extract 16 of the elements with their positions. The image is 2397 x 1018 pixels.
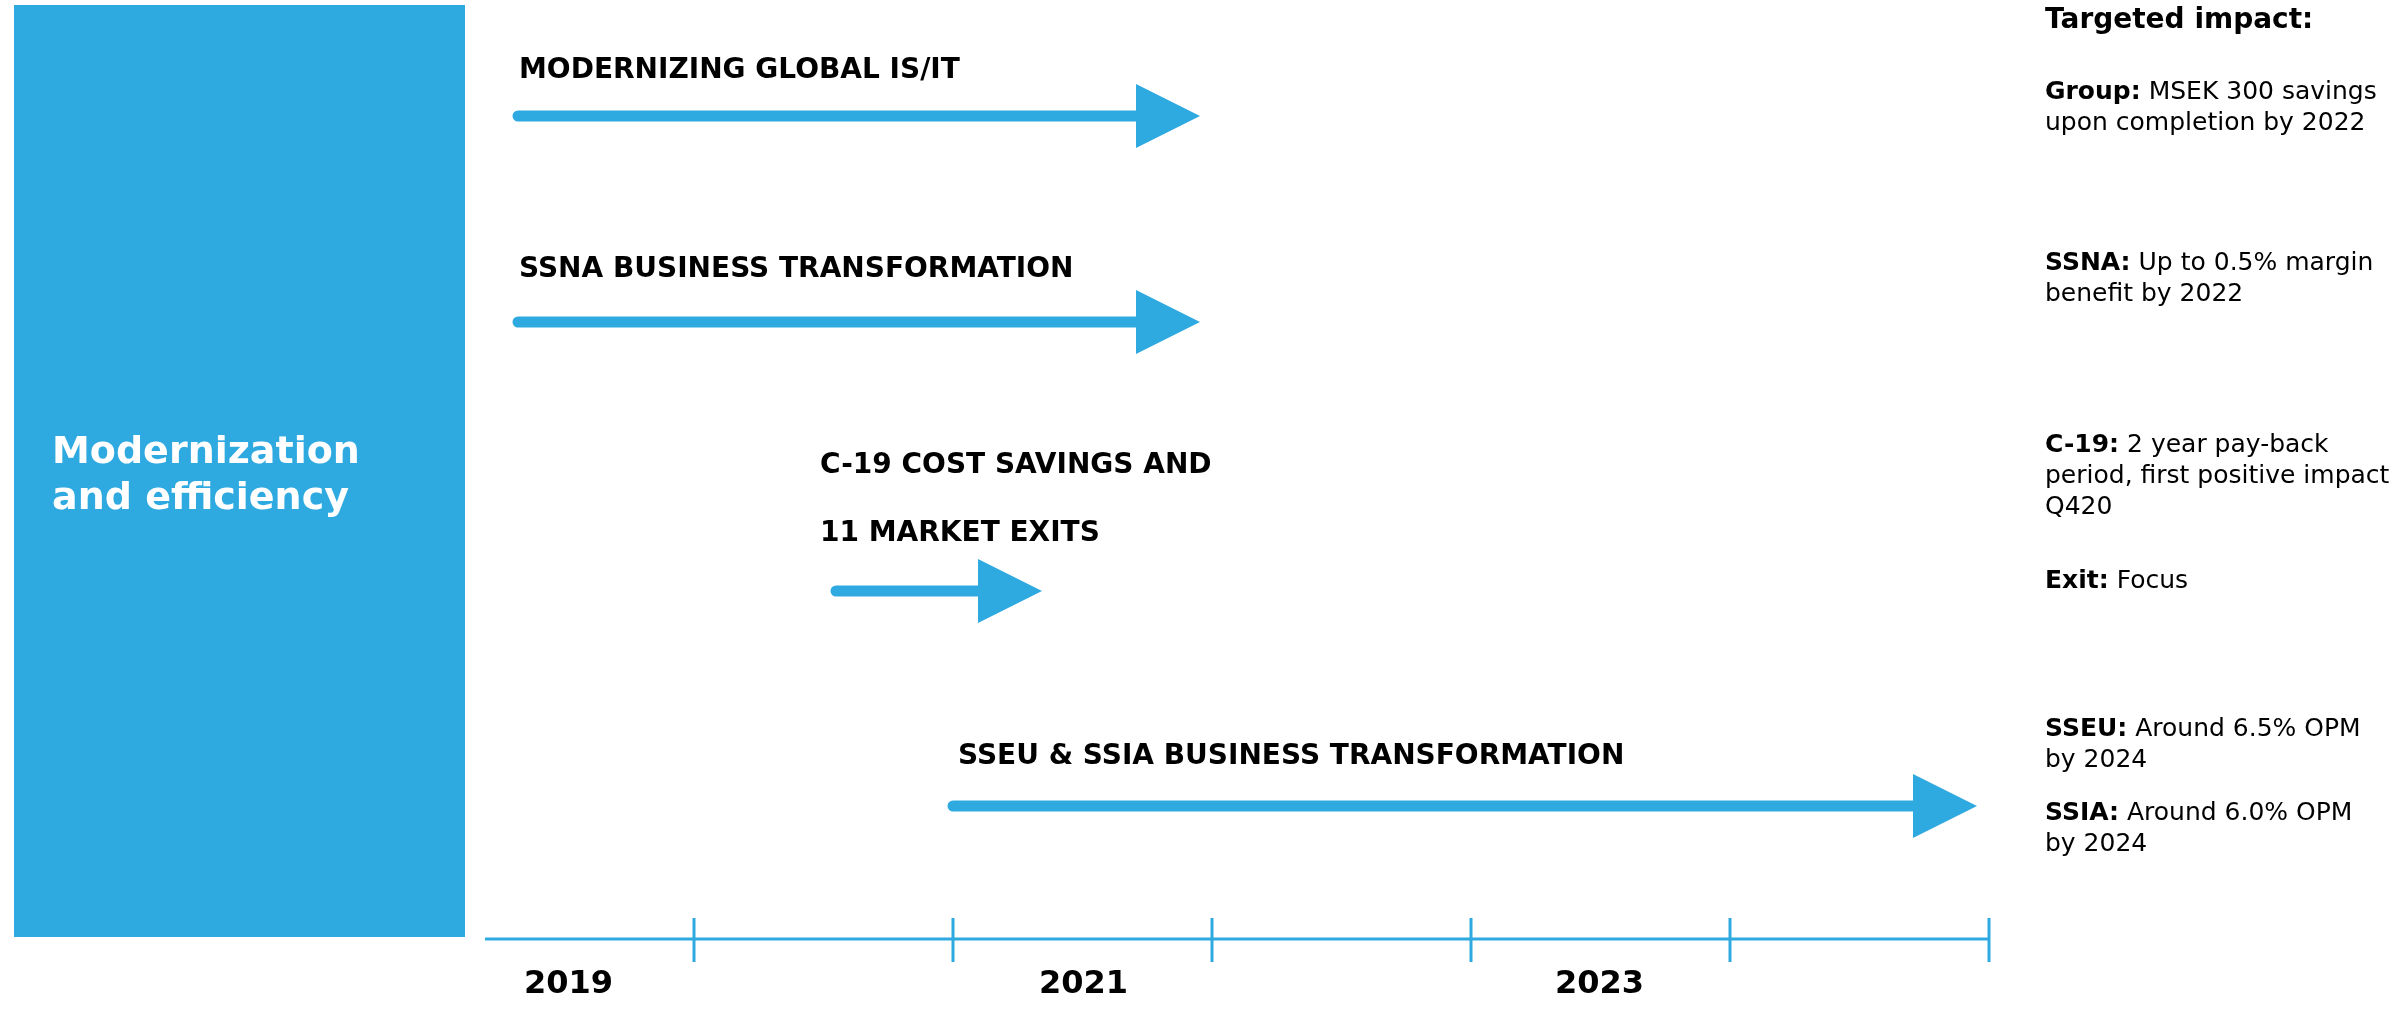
impact-note: Exit: Focus [2045, 564, 2190, 595]
impact-note: SSEU: Around 6.5% OPM by 2024 [2045, 712, 2362, 774]
impact-note: SSIA: Around 6.0% OPM by 2024 [2045, 796, 2354, 858]
category-label: Modernization and efficiency [52, 427, 361, 519]
program-title: C-19 COST SAVINGS AND 11 MARKET EXITS [820, 446, 1213, 550]
year-label: 2023 [1555, 963, 1645, 1001]
impact-note: Group: MSEK 300 savings upon completion by 2022 [2045, 75, 2378, 137]
impact-note: SSNA: Up to 0.5% margin benefit by 2022 [2045, 246, 2375, 308]
year-label: 2019 [524, 963, 614, 1001]
program-title: SSEU & SSIA BUSINESS TRANSFORMATION [958, 738, 1625, 771]
program-title: MODERNIZING GLOBAL IS/IT [519, 52, 960, 85]
impact-note: C-19: 2 year pay-back period, first positive impact Q420 [2045, 428, 2390, 521]
column-heading: Targeted impact: [2045, 2, 2314, 35]
year-label: 2021 [1039, 963, 1129, 1001]
program-title: SSNA BUSINESS TRANSFORMATION [519, 251, 1074, 284]
category-panel [14, 5, 465, 937]
